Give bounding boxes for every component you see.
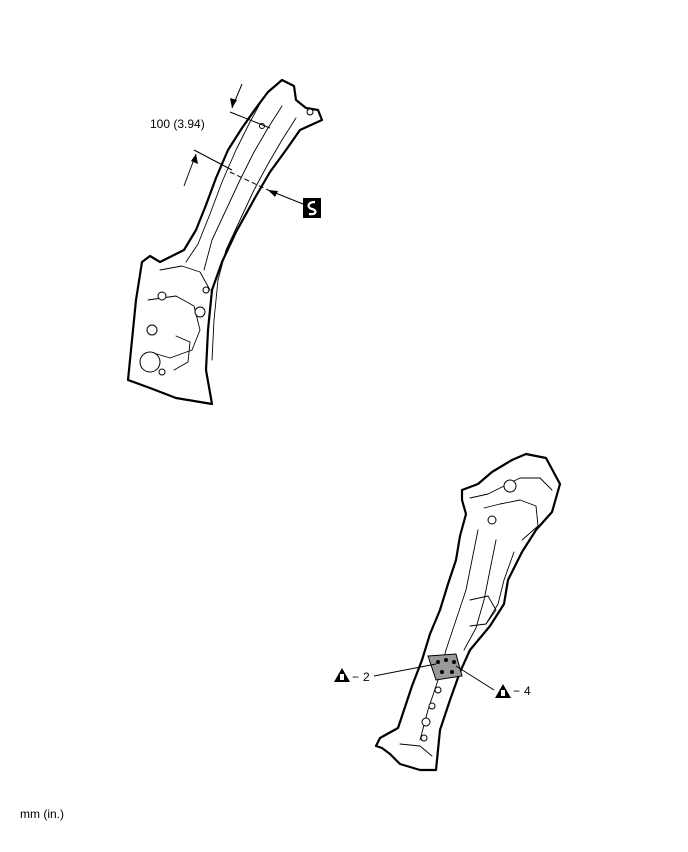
weld-callout-4: − 4 [455,665,531,698]
svg-text:−: − [352,670,359,684]
svg-text:−: − [513,684,520,698]
cut-callout [267,189,321,218]
center-pillar-part [374,452,562,772]
front-pillar-part [126,78,324,406]
dimension-label: 100 (3.94) [150,117,205,131]
weld-count-label: 2 [363,670,370,684]
weld-count-label: 4 [524,684,531,698]
weld-callout-2: − 2 [334,663,437,684]
dimension-marker [183,83,271,187]
units-label: mm (in.) [20,807,64,821]
